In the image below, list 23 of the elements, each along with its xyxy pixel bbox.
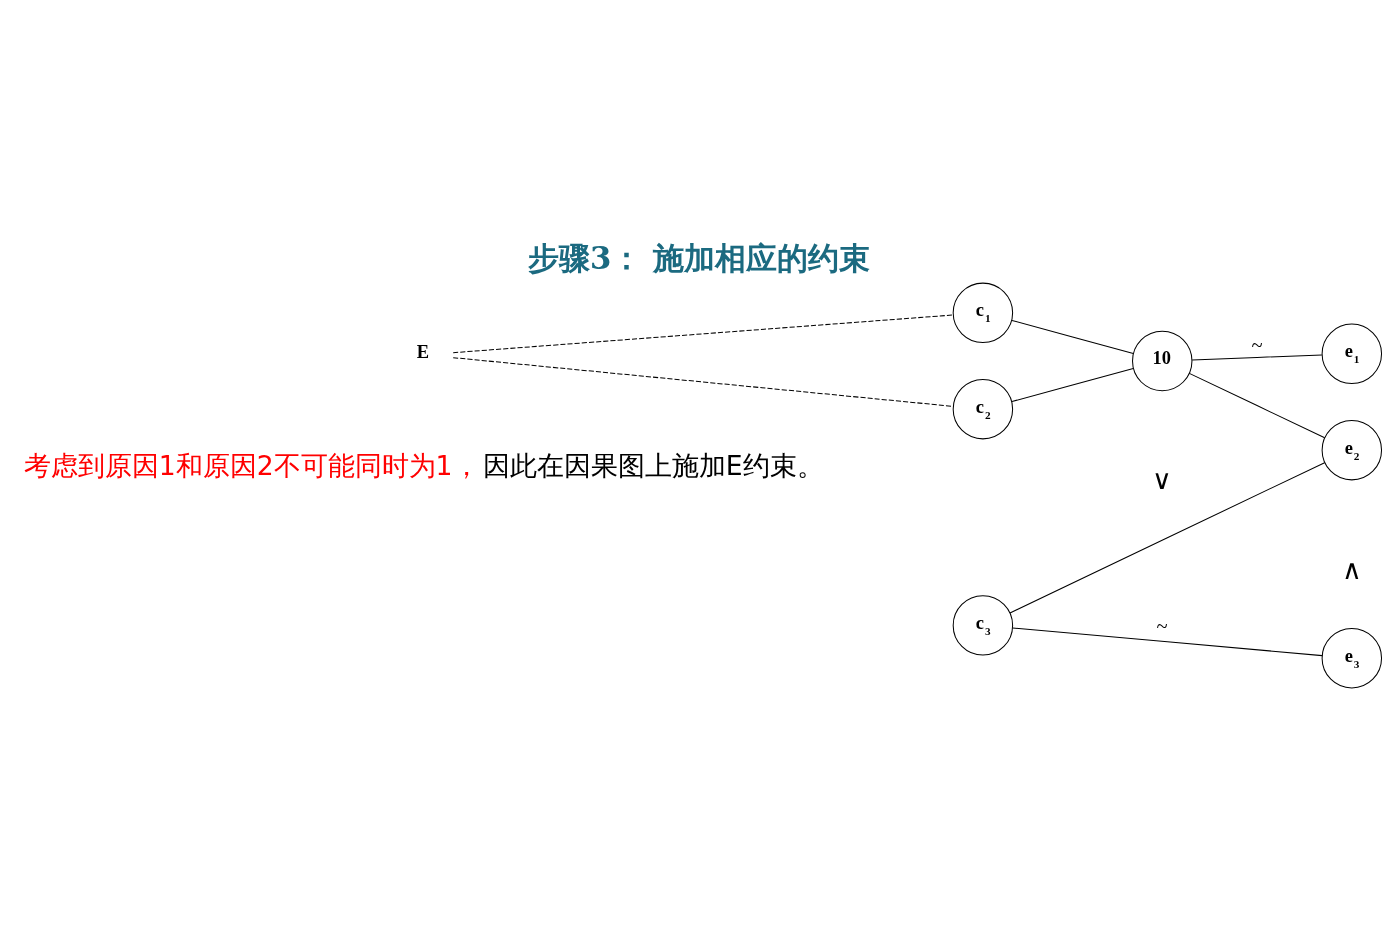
edge-label: ~ xyxy=(1156,614,1168,637)
node-circle: 10 xyxy=(1132,330,1193,391)
label: ∧ xyxy=(1342,554,1363,585)
connector xyxy=(1188,372,1326,438)
connector xyxy=(452,356,954,407)
connector xyxy=(1011,319,1134,354)
label: 考虑到原因1和原因2不可能同时为1， xyxy=(23,449,480,481)
label: 因此在因果图上施加E约束。 xyxy=(482,449,824,481)
node-circle: c$_{2}$ xyxy=(952,378,1014,439)
node-text: E xyxy=(416,341,430,362)
connector xyxy=(1191,353,1323,360)
label: ∨ xyxy=(1152,464,1173,495)
connector xyxy=(1009,461,1326,613)
connector xyxy=(1011,367,1134,402)
node-circle: c$_{3}$ xyxy=(952,594,1014,656)
connector xyxy=(452,314,954,353)
diagram-title: 步骤3： 施加相应的约束 xyxy=(527,239,870,276)
node-circle: c$_{1}$ xyxy=(952,282,1014,343)
connector xyxy=(1012,626,1323,656)
node-circle: e$_{3}$ xyxy=(1321,627,1383,688)
edge-label: ~ xyxy=(1251,333,1263,356)
node-circle: e$_{2}$ xyxy=(1321,419,1383,480)
node-circle: e$_{1}$ xyxy=(1321,323,1383,384)
